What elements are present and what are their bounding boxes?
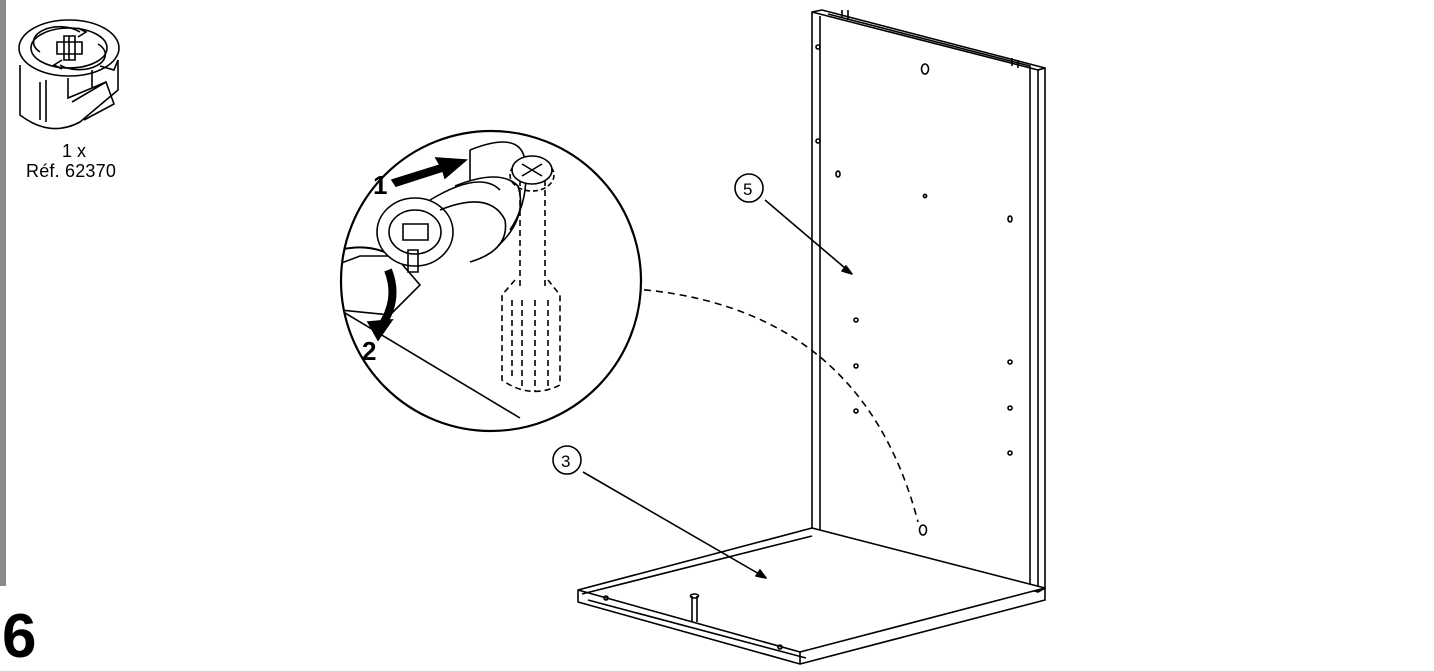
parts-quantity: 1 x — [62, 141, 87, 161]
leader-5 — [764, 199, 853, 275]
cam-lock-fitting-icon — [18, 19, 120, 130]
action-1-label: 1 — [373, 170, 387, 200]
parts-list: 1 x Réf. 62370 — [10, 10, 150, 185]
action-2-label: 2 — [362, 336, 376, 366]
detail-magnifier: 1 2 — [339, 129, 643, 433]
callout-5-circle — [734, 173, 764, 203]
callout-5: 5 — [743, 180, 752, 199]
step-number: 6 — [2, 602, 37, 671]
callout-3: 3 — [561, 452, 570, 471]
detail-arc — [619, 287, 919, 523]
sidebar-rule — [0, 0, 6, 586]
callout-3-circle — [552, 445, 582, 475]
back-panel — [811, 9, 1046, 593]
leader-3 — [582, 471, 767, 579]
bottom-panel — [577, 527, 1046, 665]
parts-reference: Réf. 62370 — [26, 161, 117, 181]
